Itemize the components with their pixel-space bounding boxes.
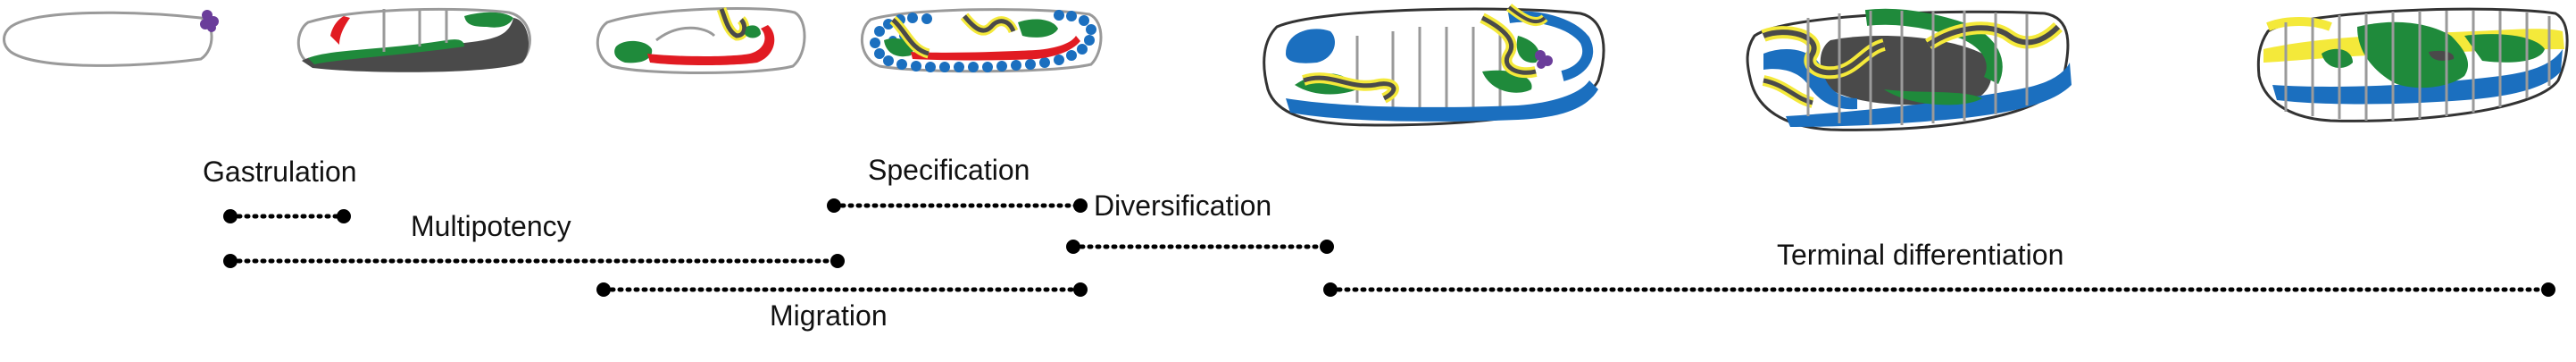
embryo-germband: [596, 6, 806, 74]
timeline-bar-multipotency: Multipotency: [223, 210, 845, 268]
blue-cell-ring: [870, 10, 1096, 72]
stage-label-specification: Specification: [868, 154, 1030, 186]
bar-end-dot: [1073, 198, 1088, 213]
embryo-late: [1746, 8, 2072, 131]
bar-start-dot: [1066, 240, 1080, 254]
stage-label-gastrulation: Gastrulation: [203, 156, 357, 188]
embryo-germband-retraction: [860, 8, 1103, 73]
timeline-bar-migration: Migration: [596, 282, 1088, 332]
bar-start-dot: [1323, 282, 1338, 297]
bar-start-dot: [223, 209, 238, 223]
timeline-bar-specification: Specification: [827, 154, 1088, 213]
embryo-blastoderm: [3, 10, 219, 67]
embryo-terminal: [2256, 7, 2569, 122]
stage-label-terminal-differentiation: Terminal differentiation: [1777, 239, 2063, 271]
stage-label-multipotency: Multipotency: [411, 210, 571, 242]
timeline-bar-diversification: Diversification: [1066, 189, 1334, 254]
embryo-gastrulation: [296, 7, 531, 72]
timeline: Gastrulation Multipotency Migration Spec…: [203, 154, 2555, 332]
embryo-dorsal-closure: [1263, 4, 1605, 127]
bar-end-dot: [1073, 282, 1088, 297]
bar-start-dot: [827, 198, 841, 213]
pole-cells: [200, 10, 219, 32]
bar-end-dot: [2541, 282, 2555, 297]
timeline-bar-gastrulation: Gastrulation: [203, 156, 357, 223]
timeline-bar-terminal-differentiation: Terminal differentiation: [1323, 239, 2555, 297]
pole-cells: [1535, 50, 1553, 69]
bar-end-dot: [337, 209, 351, 223]
bar-start-dot: [223, 254, 238, 268]
bar-end-dot: [1320, 240, 1334, 254]
bar-start-dot: [596, 282, 611, 297]
bar-end-dot: [830, 254, 845, 268]
stage-label-diversification: Diversification: [1094, 189, 1271, 222]
stage-label-migration: Migration: [770, 299, 888, 332]
